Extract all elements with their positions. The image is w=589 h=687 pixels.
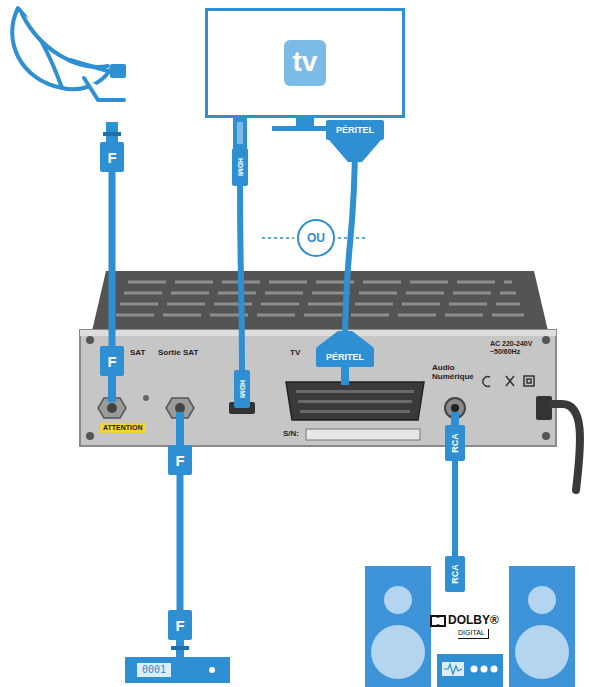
power-cable xyxy=(552,404,580,490)
cable xyxy=(452,461,458,556)
plug-label: HDMI xyxy=(237,158,244,176)
plug-label: F xyxy=(175,618,184,633)
plug-label: F xyxy=(175,453,184,468)
receiver-device: 0001 xyxy=(125,657,230,683)
port-label: ATTENTION xyxy=(100,423,146,433)
receiver-body xyxy=(80,271,556,446)
cable-plug: RCA xyxy=(445,556,465,592)
cable-plug: HDMI xyxy=(232,148,248,186)
cable-plug: F xyxy=(168,445,192,475)
cable-plug: F xyxy=(100,346,124,376)
cable-plug: F xyxy=(100,142,124,172)
tv-badge: tv xyxy=(284,40,327,86)
cable xyxy=(240,186,242,370)
plug-label: F xyxy=(107,354,116,369)
plug-label: HDMI xyxy=(239,380,246,398)
port-label: TV xyxy=(290,349,300,358)
cable-plug: PÉRITEL xyxy=(326,120,384,140)
brand-sub: DIGITAL xyxy=(458,629,489,639)
display-digits: 0001 xyxy=(137,663,171,677)
dolby-amplifier: DOLBY® DIGITAL xyxy=(430,610,512,650)
cable-plug: RCA xyxy=(445,425,465,461)
port-label: S/N: xyxy=(283,430,299,439)
brand-name: DOLBY® xyxy=(448,614,499,626)
cable-plug: HDMI xyxy=(234,370,250,408)
plug-label: F xyxy=(107,150,116,165)
cable-plug: PÉRITEL xyxy=(316,347,374,367)
port-label: SAT xyxy=(130,349,145,358)
port-label: Sortie SAT xyxy=(158,349,198,358)
tv-screen: tv xyxy=(205,8,405,118)
amplifier xyxy=(437,654,503,687)
led-dot xyxy=(209,667,215,673)
or-label: OU xyxy=(307,232,325,244)
cable xyxy=(109,172,116,346)
or-circle: OU xyxy=(297,219,335,257)
port-label: Audio Numérique xyxy=(432,364,484,382)
plug-label: RCA xyxy=(451,564,460,584)
cable xyxy=(177,475,184,610)
cable-plug: F xyxy=(168,610,192,640)
cable xyxy=(345,140,355,347)
plug-label: PÉRITEL xyxy=(326,353,364,362)
plug-tails xyxy=(108,331,459,657)
satellite-dish xyxy=(12,8,124,100)
speaker xyxy=(365,566,575,687)
dolby-logo xyxy=(430,615,446,627)
plug-label: RCA xyxy=(451,433,460,453)
plug-label: PÉRITEL xyxy=(336,126,374,135)
port-label: AC 220-240V ~50/60Hz xyxy=(490,340,550,355)
